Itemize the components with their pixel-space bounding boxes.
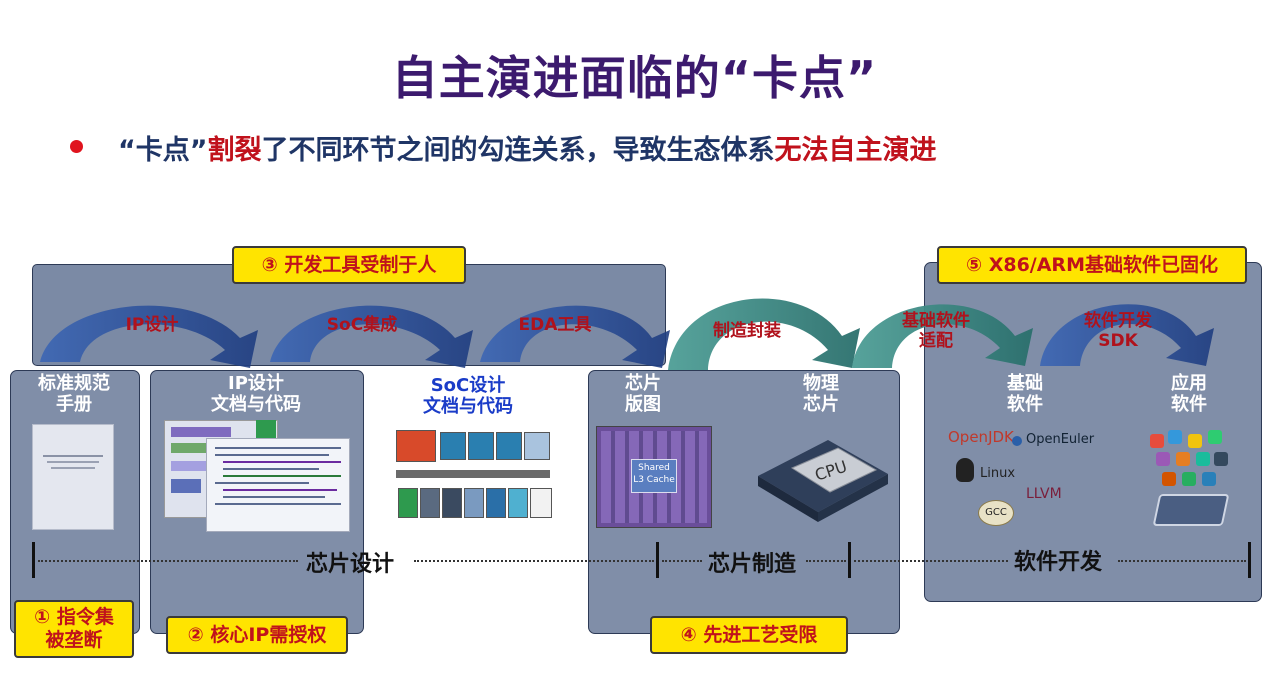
shared-cache-block: Shared L3 Cache bbox=[631, 459, 677, 493]
stage-spec-manual: 标准规范 手册 bbox=[22, 373, 126, 415]
app-software-image bbox=[1146, 430, 1230, 526]
arrow-sw-dev bbox=[1040, 304, 1214, 366]
timeline-mark-mfg-end bbox=[848, 542, 851, 578]
subtitle-part-4: 无法自主演进 bbox=[774, 135, 937, 166]
soc-block-display bbox=[524, 432, 550, 460]
stage-socdoc-line2: 文档与代码 bbox=[423, 395, 513, 417]
soc-block-io4 bbox=[464, 488, 484, 518]
linux-tux-icon bbox=[956, 458, 974, 482]
soc-block-gpu bbox=[440, 432, 466, 460]
soc-block-core bbox=[396, 430, 436, 462]
label-base-sw-adapt-line1: 基础软件 bbox=[902, 311, 970, 331]
llvm-logo: LLVM bbox=[1026, 486, 1062, 502]
section-software-dev: 软件开发 bbox=[1014, 550, 1103, 575]
soc-block-io7 bbox=[530, 488, 552, 518]
label-sw-dev: 软件开发 SDK bbox=[1068, 311, 1168, 351]
openeuler-icon bbox=[1012, 436, 1022, 446]
shared-cache-label: Shared bbox=[638, 463, 670, 473]
stage-app-line2: 软件 bbox=[1171, 393, 1207, 415]
openjdk-logo: OpenJDK bbox=[948, 428, 1014, 446]
badge-isa-line2: 被垄断 bbox=[45, 628, 103, 651]
stage-physical-chip: 物理 芯片 bbox=[786, 373, 856, 415]
soc-block-diagram bbox=[394, 426, 554, 520]
badge-process: ④ 先进工艺受限 bbox=[650, 616, 848, 654]
stage-ipdoc-line1: IP设计 bbox=[228, 373, 284, 394]
stage-spec-line2: 手册 bbox=[56, 393, 92, 415]
bullet-icon bbox=[70, 140, 83, 153]
timeline-line-5 bbox=[854, 560, 1008, 562]
label-eda-tools: EDA工具 bbox=[518, 315, 592, 335]
soc-block-io1 bbox=[398, 488, 418, 518]
label-base-sw-adapt: 基础软件 适配 bbox=[886, 311, 986, 351]
spec-manual-image bbox=[32, 424, 114, 530]
soc-block-io6 bbox=[508, 488, 528, 518]
subtitle: “卡点”割裂了不同环节之间的勾连关系，导致生态体系无法自主演进 bbox=[118, 128, 937, 167]
stage-phys-line1: 物理 bbox=[803, 373, 839, 394]
stage-basesw-line2: 软件 bbox=[1007, 393, 1043, 415]
stage-base-software: 基础 软件 bbox=[990, 373, 1060, 415]
timeline-line-1 bbox=[38, 560, 298, 562]
stage-soc-docs: SoC设计 文档与代码 bbox=[406, 375, 530, 417]
timeline-line-4 bbox=[806, 560, 846, 562]
soc-block-io5 bbox=[486, 488, 506, 518]
stage-chip-layout: 芯片 版图 bbox=[608, 373, 678, 415]
timeline-mark-design-end bbox=[656, 542, 659, 578]
timeline-mark-start bbox=[32, 542, 35, 578]
badge-core-ip: ② 核心IP需授权 bbox=[166, 616, 348, 654]
label-ip-design: IP设计 bbox=[125, 315, 179, 335]
stage-app-software: 应用 软件 bbox=[1154, 373, 1224, 415]
badge-base-software: ⑤ X86/ARM基础软件已固化 bbox=[937, 246, 1247, 284]
badge-isa: ① 指令集 被垄断 bbox=[14, 600, 134, 658]
timeline-line-3 bbox=[662, 560, 702, 562]
arrow-ip-design bbox=[40, 305, 258, 368]
stage-ip-docs: IP设计 文档与代码 bbox=[196, 373, 316, 415]
linux-logo: Linux bbox=[980, 466, 1016, 481]
stage-basesw-line1: 基础 bbox=[1007, 373, 1043, 394]
label-sw-dev-line2: SDK bbox=[1098, 330, 1138, 351]
soc-block-accel bbox=[496, 432, 522, 460]
stage-ipdoc-line2: 文档与代码 bbox=[211, 393, 301, 415]
shared-cache-label-2: L3 Cache bbox=[633, 474, 675, 485]
badge-dev-tools: ③ 开发工具受制于人 bbox=[232, 246, 466, 284]
stage-app-line1: 应用 bbox=[1171, 373, 1207, 394]
timeline-mark-end bbox=[1248, 542, 1251, 578]
timeline-line-2 bbox=[414, 560, 654, 562]
arrow-sw-adapt bbox=[852, 304, 1033, 368]
arrow-eda-tools bbox=[480, 305, 670, 368]
soc-block-io2 bbox=[420, 488, 440, 518]
stage-layout-line1: 芯片 bbox=[625, 373, 661, 394]
stage-phys-line2: 芯片 bbox=[803, 393, 839, 415]
stage-socdoc-line1: SoC设计 bbox=[430, 375, 506, 396]
label-base-sw-adapt-line2: 适配 bbox=[919, 330, 953, 351]
label-manufacturing: 制造封装 bbox=[713, 321, 781, 341]
subtitle-part-3: 了不同环节之间的勾连关系，导致生态体系 bbox=[261, 135, 775, 166]
section-chip-design: 芯片设计 bbox=[306, 552, 395, 577]
stage-spec-line1: 标准规范 bbox=[38, 373, 110, 394]
timeline-line-6 bbox=[1118, 560, 1246, 562]
gcc-logo: GCC bbox=[978, 500, 1014, 526]
soc-block-npu bbox=[468, 432, 494, 460]
label-soc-integration: SoC集成 bbox=[326, 315, 398, 335]
label-sw-dev-line1: 软件开发 bbox=[1084, 311, 1152, 331]
section-chip-manufacturing: 芯片制造 bbox=[708, 552, 797, 577]
badge-isa-line1: ① 指令集 bbox=[34, 606, 114, 628]
subtitle-part-2: 割裂 bbox=[207, 135, 262, 166]
page-title: 自主演进面临的“卡点” bbox=[391, 51, 878, 105]
cpu-image: CPU bbox=[758, 440, 888, 522]
soc-bus bbox=[396, 470, 550, 478]
arrow-soc-integration bbox=[270, 305, 473, 368]
subtitle-part-1: “卡点” bbox=[118, 135, 208, 166]
arrow-manufacturing bbox=[668, 298, 860, 370]
stage-layout-line2: 版图 bbox=[625, 393, 661, 415]
soc-block-io3 bbox=[442, 488, 462, 518]
ip-code-image bbox=[206, 438, 350, 532]
chip-layout-image: Shared L3 Cache bbox=[596, 426, 712, 528]
openeuler-logo: OpenEuler bbox=[1026, 432, 1095, 447]
